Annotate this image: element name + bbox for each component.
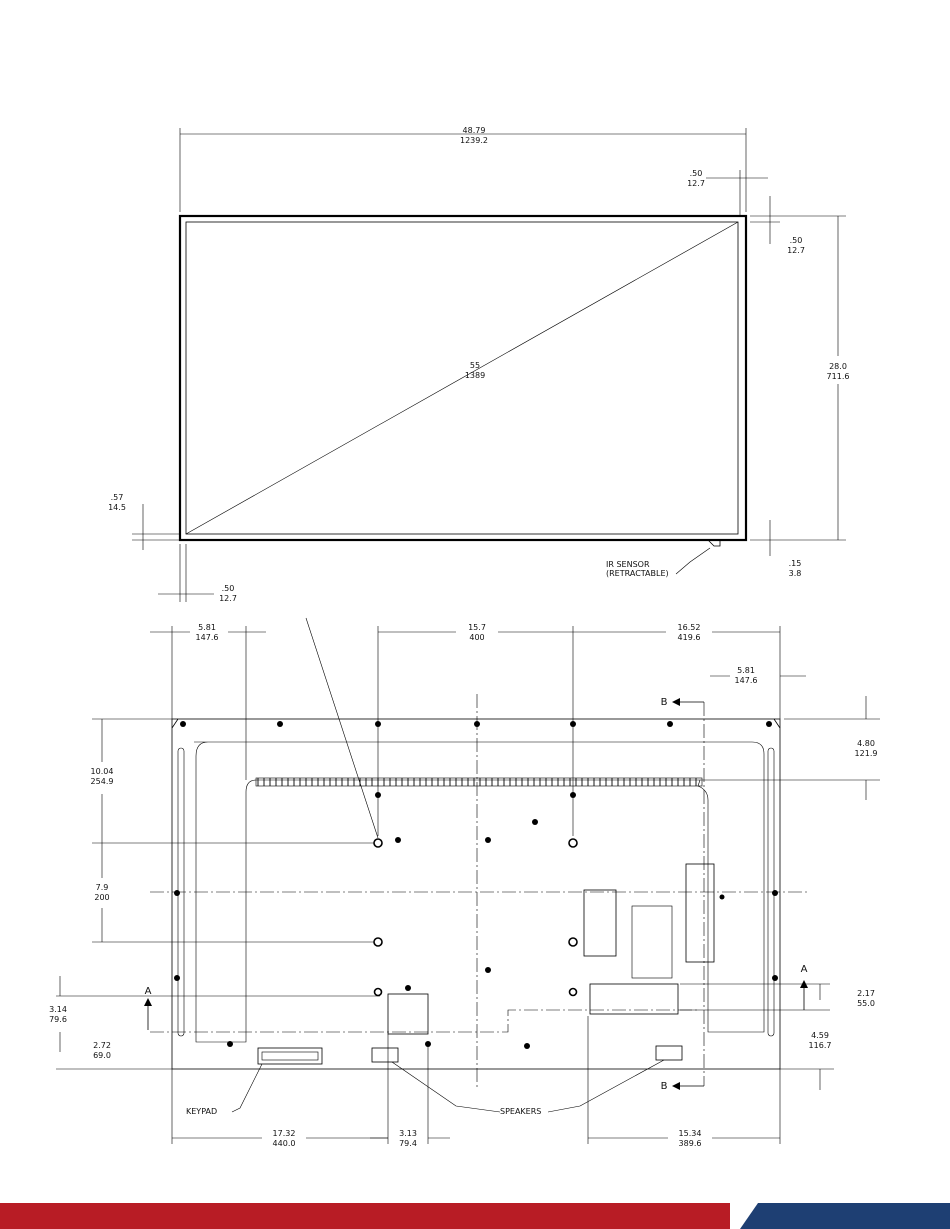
speaker-offset-mm: 79.4	[399, 1139, 417, 1148]
bezel-top-in: .50	[790, 236, 803, 245]
io-panel	[584, 890, 616, 956]
bezel-bottom-mm: 14.5	[108, 503, 126, 512]
right-span-mm: 419.6	[678, 633, 701, 642]
io-height-in: 2.17	[857, 989, 875, 998]
keypad-offset-mm: 440.0	[273, 1139, 296, 1148]
footer-red-band	[0, 1203, 730, 1229]
speaker-left	[372, 1048, 398, 1062]
keypad-offset-in: 17.32	[273, 1129, 296, 1138]
speakers-label: SPEAKERS	[500, 1107, 541, 1116]
vesa-hole-bottom-right	[569, 938, 577, 946]
top-rail-in: 4.80	[857, 739, 875, 748]
bottom-right-mm: 116.7	[809, 1041, 832, 1050]
vesa-hole-bottom-left	[374, 938, 382, 946]
bezel-left-in: .50	[222, 584, 235, 593]
speaker-right-in: 15.34	[679, 1129, 702, 1138]
height-mm: 711.6	[827, 372, 850, 381]
footer-blue-band	[740, 1203, 950, 1229]
top-to-vesa-in: 10.04	[91, 767, 114, 776]
section-b-label-bottom: B	[661, 1081, 668, 1092]
vesa-h-in: 15.7	[468, 623, 486, 632]
bottom-io-panel	[590, 984, 678, 1014]
speaker-right	[656, 1046, 682, 1060]
keypad	[258, 1048, 322, 1064]
section-a-label-left: A	[145, 986, 152, 997]
speaker-offset-in: 3.13	[399, 1129, 417, 1138]
vesa-v-mm: 200	[94, 893, 109, 902]
left-rail-in: 5.81	[198, 623, 216, 632]
speaker-right-mm: 389.6	[679, 1139, 702, 1148]
right-rail-in: 5.81	[737, 666, 755, 675]
bezel-right-in: .50	[690, 169, 703, 178]
footer-band	[0, 1203, 950, 1229]
height-in: 28.0	[829, 362, 847, 371]
diagonal-mm: 1389	[465, 371, 485, 380]
overall-width-in: 48.79	[463, 126, 486, 135]
rear-view: 5.81 147.6 15.7 400 16.52 419.6 5.81 147…	[49, 618, 880, 1148]
bezel-right-mm: 12.7	[687, 179, 705, 188]
bottom-left-mm: 69.0	[93, 1051, 111, 1060]
side-io-panel	[686, 864, 714, 962]
left-rail-mm: 147.6	[196, 633, 219, 642]
section-a-label-right: A	[801, 964, 808, 975]
diagonal-line	[186, 222, 738, 534]
diagonal-in: 55	[470, 361, 480, 370]
power-block	[388, 994, 428, 1034]
ir-sensor-label-sub: (RETRACTABLE)	[606, 569, 669, 578]
section-a-left-in: 3.14	[49, 1005, 67, 1014]
vesa-hole-top-left	[374, 839, 382, 847]
top-rail-mm: 121.9	[855, 749, 878, 758]
dimension-drawing: 48.79 1239.2 .50 12.7 .50 12.7 28.0 711.…	[0, 0, 950, 1200]
ir-offset-in: .15	[789, 559, 802, 568]
bottom-left-in: 2.72	[93, 1041, 111, 1050]
bezel-top-mm: 12.7	[787, 246, 805, 255]
overall-width-mm: 1239.2	[460, 136, 488, 145]
bezel-left-mm: 12.7	[219, 594, 237, 603]
io-height-mm: 55.0	[857, 999, 875, 1008]
keypad-label: KEYPAD	[186, 1107, 217, 1116]
ir-offset-mm: 3.8	[789, 569, 802, 578]
bottom-right-in: 4.59	[811, 1031, 829, 1040]
right-span-in: 16.52	[678, 623, 701, 632]
top-to-vesa-mm: 254.9	[91, 777, 114, 786]
section-b-label-top: B	[661, 697, 668, 708]
front-outer-frame	[180, 216, 746, 540]
vesa-hole-top-right	[569, 839, 577, 847]
ir-sensor-label: IR SENSOR	[606, 560, 650, 569]
section-a-line	[150, 1010, 700, 1032]
bezel-bottom-in: .57	[111, 493, 124, 502]
rear-outer-frame	[172, 719, 780, 1069]
right-rail-mm: 147.6	[735, 676, 758, 685]
front-view: 48.79 1239.2 .50 12.7 .50 12.7 28.0 711.…	[108, 126, 849, 603]
vesa-h-mm: 400	[469, 633, 484, 642]
screws	[174, 721, 778, 1049]
vesa-v-in: 7.9	[96, 883, 109, 892]
section-a-left-mm: 79.6	[49, 1015, 67, 1024]
